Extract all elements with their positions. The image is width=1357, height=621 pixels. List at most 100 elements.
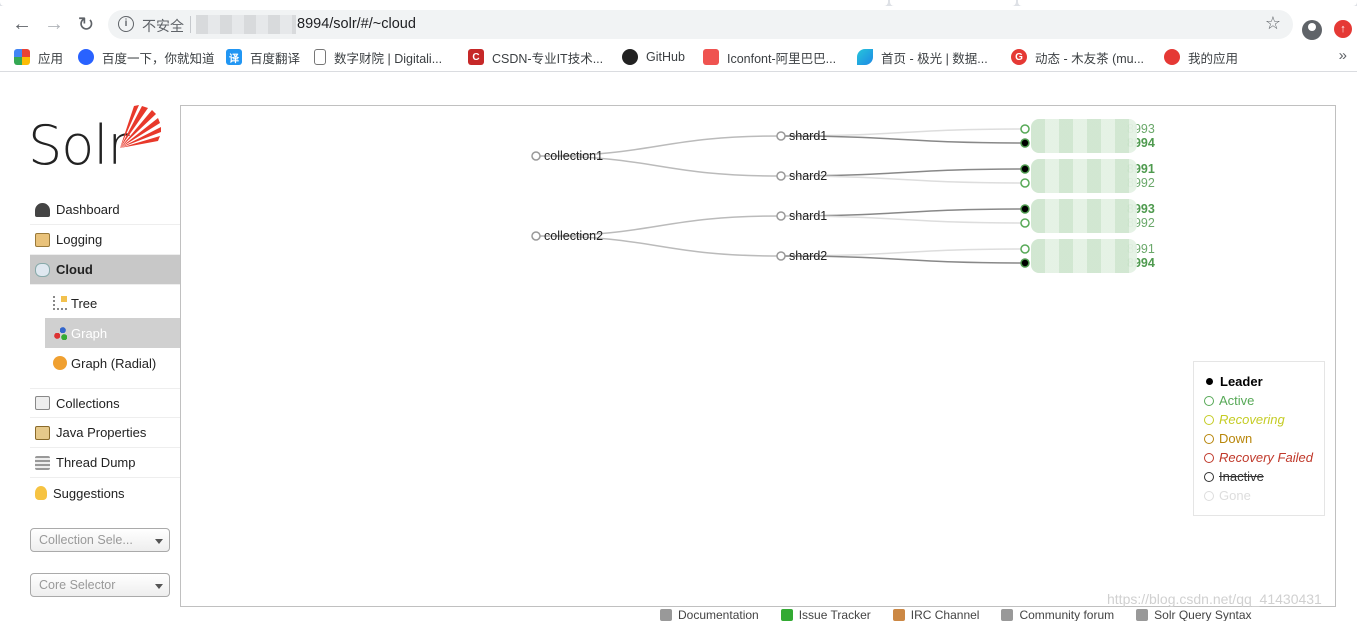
bookmark-item[interactable]: 我的应用 — [1164, 48, 1238, 66]
legend-item-leader: Leader — [1204, 372, 1263, 391]
profile-avatar-icon[interactable] — [1302, 20, 1322, 40]
footer-links: Documentation Issue Tracker IRC Channel … — [660, 609, 1274, 621]
collection-node[interactable] — [531, 151, 541, 161]
extension-update-icon[interactable]: ↑ — [1334, 20, 1352, 38]
legend-label: Gone — [1219, 488, 1251, 503]
cloud-icon — [35, 262, 50, 277]
bookmarks-overflow-icon[interactable]: » — [1338, 47, 1347, 64]
sidebar-subitem-graph-radial[interactable]: Graph (Radial) — [45, 348, 180, 378]
back-arrow-icon[interactable]: ← — [12, 12, 32, 35]
legend-dot-icon — [1204, 395, 1214, 406]
suggestions-bulb-icon — [35, 486, 47, 500]
shard-replica-edge — [780, 135, 1026, 144]
cloud-graph[interactable]: 89938994shard189918992shard2collection18… — [181, 106, 1335, 606]
shard-node[interactable] — [776, 251, 786, 261]
browser-tab[interactable] — [0, 0, 888, 6]
legend-item-gone: Gone — [1204, 486, 1251, 505]
bookmark-item[interactable]: 百度一下，你就知道 — [78, 48, 215, 66]
footer-link-community-forum[interactable]: Community forum — [1001, 609, 1114, 621]
replica-leader-node[interactable] — [1020, 258, 1030, 268]
tree-icon — [53, 296, 67, 310]
bookmark-item[interactable]: 应用 — [14, 48, 63, 66]
solr-logo[interactable]: Solr — [28, 104, 163, 177]
legend-label: Down — [1219, 431, 1253, 446]
collection-label: collection2 — [544, 229, 603, 243]
thread-dump-icon — [35, 455, 50, 470]
replica-active-node[interactable] — [1020, 178, 1030, 188]
redacted-replica-host — [1031, 239, 1137, 273]
sidebar-item-collections[interactable]: Collections — [30, 388, 180, 418]
bookmark-item[interactable]: C CSDN-专业IT技术... — [468, 48, 603, 66]
shard-label: shard2 — [789, 169, 827, 183]
core-selector[interactable]: Core Selector — [30, 573, 170, 597]
bookmark-item[interactable]: 译 百度翻译 — [226, 48, 300, 66]
forward-arrow-icon[interactable]: → — [44, 12, 64, 35]
sidebar-item-java-properties[interactable]: Java Properties — [30, 418, 180, 448]
bookmark-item[interactable]: 数字财院 | Digitali... — [314, 48, 442, 66]
replica-active-node[interactable] — [1020, 124, 1030, 134]
legend-item-recovery-failed: Recovery Failed — [1204, 448, 1313, 467]
jiguang-icon — [857, 49, 873, 65]
replica-leader-node[interactable] — [1020, 204, 1030, 214]
collection-shard-edge — [535, 215, 782, 237]
address-url[interactable]: 8994/solr/#/~cloud — [297, 16, 416, 32]
bookmark-item[interactable]: Iconfont-阿里巴巴... — [703, 48, 836, 66]
shard-label: shard1 — [789, 209, 827, 223]
sidebar-item-dashboard[interactable]: Dashboard — [30, 195, 180, 225]
reload-icon[interactable]: ↻ — [77, 13, 95, 36]
java-properties-icon — [35, 425, 50, 440]
replica-leader-node[interactable] — [1020, 138, 1030, 148]
legend-item-down: Down — [1204, 429, 1252, 448]
legend-item-inactive: Inactive — [1204, 467, 1264, 486]
info-icon[interactable]: i — [118, 16, 134, 32]
footer-link-documentation[interactable]: Documentation — [660, 609, 759, 621]
shard-node[interactable] — [776, 131, 786, 141]
community-forum-icon — [1001, 609, 1014, 621]
insecure-label: 不安全 — [142, 18, 184, 34]
bookmark-star-icon[interactable]: ☆ — [1264, 13, 1281, 33]
legend-dot-icon — [1204, 490, 1214, 501]
browser-tab[interactable] — [1018, 0, 1357, 6]
bookmark-item[interactable]: GitHub — [622, 48, 685, 66]
footer-link-issue-tracker[interactable]: Issue Tracker — [780, 609, 871, 621]
page-icon — [314, 49, 326, 65]
logging-icon — [35, 232, 50, 247]
apps-grid-icon — [14, 49, 30, 65]
bookmark-item[interactable]: G 动态 - 木友茶 (mu... — [1011, 48, 1144, 66]
collection-shard-edge — [535, 155, 782, 177]
bookmark-item[interactable]: 首页 - 极光 | 数据... — [857, 48, 988, 66]
collection-node[interactable] — [531, 231, 541, 241]
browser-tab-active[interactable] — [890, 0, 1016, 6]
weibo-icon — [1164, 49, 1180, 65]
address-bar[interactable]: i 不安全 8994/solr/#/~cloud ☆ — [108, 10, 1293, 39]
sidebar-subitem-graph[interactable]: Graph — [45, 318, 180, 348]
sidebar-item-thread-dump[interactable]: Thread Dump — [30, 448, 180, 478]
collection-selector[interactable]: Collection Sele... — [30, 528, 170, 552]
legend-item-active: Active — [1204, 391, 1254, 410]
collections-icon — [35, 396, 50, 410]
replica-leader-node[interactable] — [1020, 164, 1030, 174]
footer-link-query-syntax[interactable]: Solr Query Syntax — [1136, 609, 1252, 621]
shard-node[interactable] — [776, 171, 786, 181]
bookmarks-bar: 应用 百度一下，你就知道 译 百度翻译 数字财院 | Digitali... C… — [0, 42, 1357, 72]
legend-label: Recovering — [1219, 412, 1285, 427]
redacted-replica-host — [1031, 199, 1137, 233]
sidebar-subitem-tree[interactable]: Tree — [45, 288, 180, 318]
chevron-down-icon — [155, 539, 163, 544]
shard-node[interactable] — [776, 211, 786, 221]
shard-replica-edge — [780, 215, 1026, 224]
sidebar-item-cloud[interactable]: Cloud — [30, 255, 180, 285]
solr-sun-icon — [120, 105, 161, 148]
replica-active-node[interactable] — [1020, 218, 1030, 228]
legend-label: Recovery Failed — [1219, 450, 1313, 465]
legend-dot-icon — [1204, 433, 1214, 444]
footer-link-irc-channel[interactable]: IRC Channel — [892, 609, 979, 621]
replica-active-node[interactable] — [1020, 244, 1030, 254]
sidebar-item-suggestions[interactable]: Suggestions — [30, 478, 180, 508]
collection-shard-edge — [535, 235, 782, 257]
sidebar-item-logging[interactable]: Logging — [30, 225, 180, 255]
iconfont-icon — [703, 49, 719, 65]
graph-radial-icon — [53, 356, 67, 370]
collection-label: collection1 — [544, 149, 603, 163]
